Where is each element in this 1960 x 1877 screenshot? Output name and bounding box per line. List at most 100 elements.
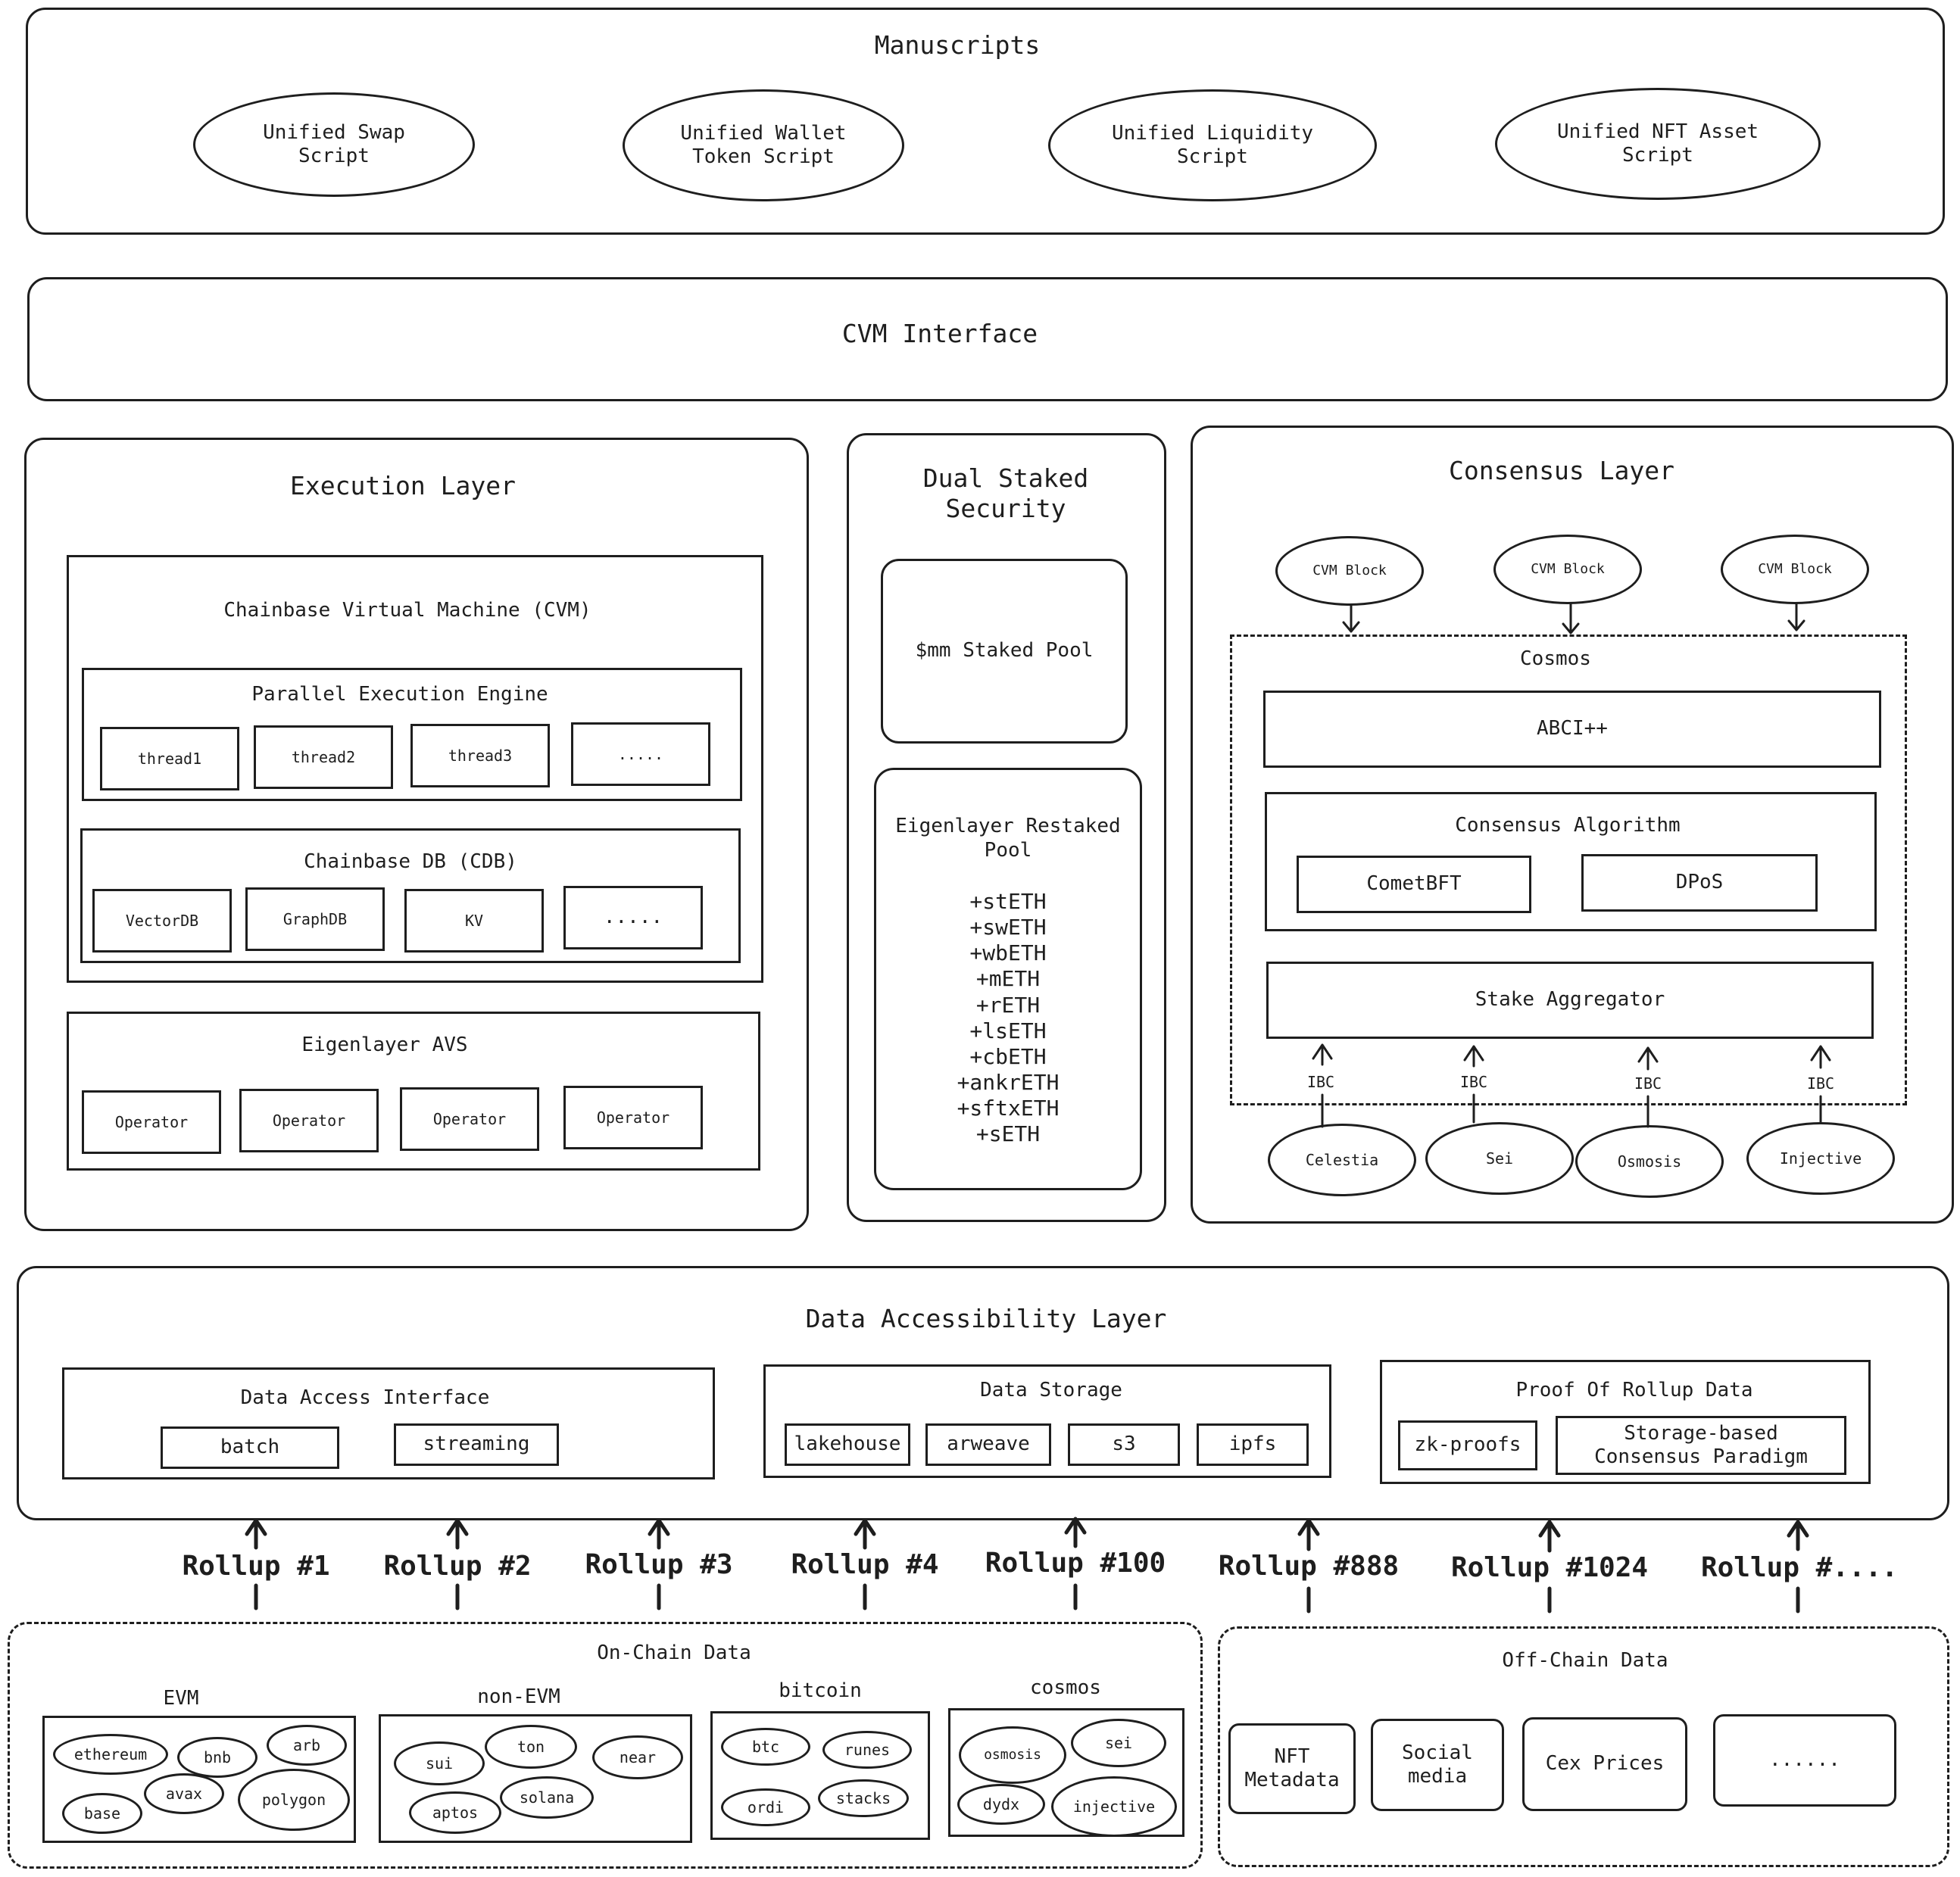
cosmos-box	[1230, 635, 1907, 1105]
chain-osmosis-onchain[interactable]: osmosis	[959, 1726, 1066, 1784]
storage-arweave[interactable]: arweave	[925, 1423, 1051, 1466]
db-more[interactable]: .....	[563, 886, 703, 949]
chain-arb[interactable]: arb	[267, 1725, 347, 1766]
chainbase-db	[80, 828, 741, 963]
chain-btc[interactable]: btc	[721, 1728, 810, 1766]
chain-sei[interactable]: Sei	[1425, 1122, 1574, 1195]
ibc-label-4: IBC	[1806, 1074, 1835, 1093]
script-unified-swap[interactable]: Unified Swap Script	[193, 92, 475, 197]
rollup-more: Rollup #....	[1700, 1552, 1899, 1584]
consensus-layer	[1191, 426, 1954, 1224]
access-batch[interactable]: batch	[161, 1426, 339, 1469]
execution-layer	[24, 438, 809, 1231]
cosmos-group-title: cosmos	[1030, 1676, 1101, 1700]
chain-ton[interactable]: ton	[485, 1725, 577, 1769]
chain-polygon[interactable]: polygon	[238, 1769, 350, 1831]
bitcoin-group	[710, 1711, 930, 1840]
rollup-2: Rollup #2	[383, 1551, 532, 1582]
algo-dpos[interactable]: DPoS	[1581, 854, 1818, 912]
chain-near[interactable]: near	[592, 1735, 683, 1779]
consensus-algorithm	[1265, 792, 1877, 931]
chain-osmosis[interactable]: Osmosis	[1575, 1125, 1724, 1198]
cvm-interface-layer	[27, 277, 1948, 401]
chain-bnb[interactable]: bnb	[177, 1737, 257, 1778]
chain-base[interactable]: base	[62, 1793, 142, 1834]
asset-cbeth: +cbETH	[969, 1043, 1047, 1069]
chain-sei-onchain[interactable]: sei	[1071, 1719, 1166, 1767]
cvm-block-2[interactable]: CVM Block	[1493, 535, 1642, 604]
offchain-nft-metadata[interactable]: NFT Metadata	[1228, 1723, 1356, 1814]
chain-avax[interactable]: avax	[144, 1773, 224, 1814]
cvm-interface-title: CVM Interface	[841, 318, 1038, 348]
pee-title: Parallel Execution Engine	[251, 683, 548, 706]
execution-layer-title: Execution Layer	[289, 470, 516, 500]
parallel-execution-engine	[82, 668, 742, 801]
asset-meth: +mETH	[975, 966, 1041, 992]
chain-celestia[interactable]: Celestia	[1268, 1124, 1416, 1196]
db-graphdb[interactable]: GraphDB	[245, 887, 385, 951]
chain-dydx[interactable]: dydx	[957, 1784, 1045, 1825]
cvm-title: Chainbase Virtual Machine (CVM)	[223, 599, 591, 622]
script-unified-wallet-token[interactable]: Unified Wallet Token Script	[623, 89, 904, 201]
data-storage	[763, 1364, 1331, 1478]
storage-ipfs[interactable]: ipfs	[1197, 1423, 1309, 1466]
cosmos-group	[948, 1708, 1184, 1837]
offchain-more[interactable]: ......	[1713, 1714, 1896, 1807]
thread-2[interactable]: thread2	[254, 725, 393, 789]
chain-sui[interactable]: sui	[394, 1741, 485, 1785]
thread-1[interactable]: thread1	[100, 727, 239, 790]
eigenlayer-restaked-pool[interactable]	[874, 768, 1142, 1190]
on-chain-data	[8, 1622, 1203, 1869]
non-evm-group	[379, 1714, 692, 1843]
avs-operator-4[interactable]: Operator	[563, 1086, 703, 1149]
asset-sftxeth: +sftxETH	[957, 1096, 1060, 1121]
script-unified-liquidity[interactable]: Unified Liquidity Script	[1048, 89, 1377, 201]
offchain-cex-prices[interactable]: Cex Prices	[1522, 1717, 1687, 1811]
evm-group	[42, 1716, 356, 1843]
rollup-888: Rollup #888	[1218, 1551, 1400, 1582]
dal-title: Data Accessibility Layer	[805, 1303, 1167, 1333]
eigen-pool-title: Eigenlayer Restaked Pool	[895, 815, 1121, 862]
chain-stacks[interactable]: stacks	[818, 1779, 909, 1817]
proof-zk-proofs[interactable]: zk-proofs	[1398, 1420, 1537, 1470]
script-unified-nft-asset[interactable]: Unified NFT Asset Script	[1495, 88, 1821, 200]
cvm-block-1[interactable]: CVM Block	[1275, 536, 1424, 606]
avs-operator-3[interactable]: Operator	[400, 1087, 539, 1151]
chain-runes[interactable]: runes	[822, 1731, 912, 1769]
proof-storage-based-consensus[interactable]: Storage-based Consensus Paradigm	[1556, 1416, 1846, 1475]
stake-aggregator[interactable]: Stake Aggregator	[1266, 962, 1874, 1039]
db-kv[interactable]: KV	[404, 889, 544, 953]
rollup-4: Rollup #4	[791, 1549, 939, 1581]
off-chain-title: Off-Chain Data	[1502, 1649, 1668, 1673]
ibc-label-1: IBC	[1306, 1072, 1335, 1091]
abci-box[interactable]: ABCI++	[1263, 691, 1881, 768]
on-chain-title: On-Chain Data	[597, 1642, 751, 1665]
access-streaming[interactable]: streaming	[394, 1423, 559, 1466]
data-access-interface-title: Data Access Interface	[240, 1386, 490, 1410]
storage-s3[interactable]: s3	[1068, 1423, 1180, 1466]
avs-title: Eigenlayer AVS	[301, 1034, 468, 1057]
offchain-social-media[interactable]: Social media	[1371, 1719, 1504, 1811]
cvm-block-3[interactable]: CVM Block	[1721, 535, 1869, 604]
thread-more[interactable]: .....	[571, 722, 710, 786]
bitcoin-group-title: bitcoin	[779, 1679, 862, 1703]
db-vectordb[interactable]: VectorDB	[92, 889, 232, 953]
manuscripts-layer	[26, 8, 1945, 235]
chain-aptos[interactable]: aptos	[409, 1791, 501, 1834]
algo-cometbft[interactable]: CometBFT	[1297, 856, 1531, 913]
consensus-layer-title: Consensus Layer	[1448, 455, 1674, 485]
ibc-label-2: IBC	[1459, 1072, 1488, 1091]
chain-injective-onchain[interactable]: injective	[1051, 1776, 1177, 1837]
storage-lakehouse[interactable]: lakehouse	[785, 1423, 910, 1466]
avs-operator-2[interactable]: Operator	[239, 1089, 379, 1152]
ibc-label-3: IBC	[1634, 1074, 1662, 1093]
chain-ordi[interactable]: ordi	[721, 1788, 810, 1826]
avs-operator-1[interactable]: Operator	[82, 1090, 221, 1154]
mm-staked-pool[interactable]: $mm Staked Pool	[881, 559, 1128, 744]
chain-solana[interactable]: solana	[500, 1776, 594, 1819]
data-access-interface	[62, 1367, 715, 1479]
thread-3[interactable]: thread3	[410, 724, 550, 787]
asset-reth: +rETH	[975, 992, 1041, 1018]
asset-ankreth: +ankrETH	[957, 1070, 1060, 1096]
chain-ethereum[interactable]: ethereum	[53, 1734, 168, 1775]
